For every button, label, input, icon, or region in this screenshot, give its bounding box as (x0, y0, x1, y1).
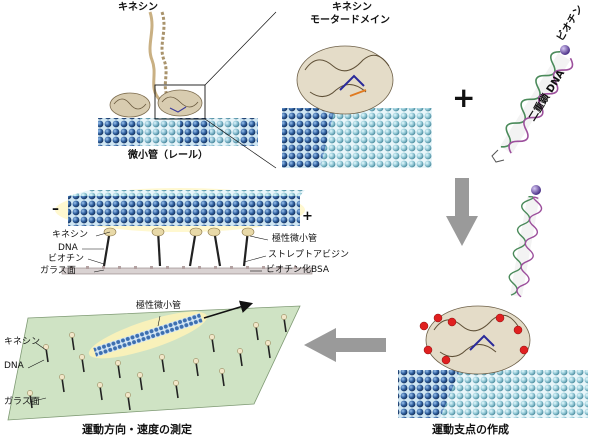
kinesin-head-right (157, 89, 203, 117)
arrow-down (446, 178, 478, 246)
caption-measurement: 運動方向・速度の測定 (82, 423, 192, 436)
polar-microtubule (68, 196, 300, 226)
glass-plane (7, 305, 301, 421)
motion-arrow (203, 300, 254, 319)
caption-fulcrum: 運動支点の作成 (432, 423, 509, 436)
plus-end: + (302, 209, 313, 224)
biotin-ball (560, 45, 570, 55)
label-streptavidin: ストレプトアビジン (268, 250, 350, 260)
label-glass-2: ガラス面 (4, 397, 40, 407)
zoom-box (154, 84, 206, 120)
label-kinesin: キネシン (118, 2, 158, 13)
panel5-motor-fulcrum (398, 185, 588, 418)
gliding-microtubule (93, 312, 203, 358)
label-biotin-bsa: ビオチン化BSA (266, 265, 330, 275)
label-dna: DNA (58, 243, 78, 253)
label-motor-domain: モータードメイン (310, 15, 390, 26)
label-kinesin-2: キネシン (332, 2, 372, 13)
panel2-dsdna (491, 45, 574, 163)
label-glass: ガラス面 (40, 266, 76, 276)
label-kinesin-3: キネシン (52, 230, 89, 240)
panel1-kinesin-on-microtubule (98, 11, 277, 169)
label-biotin-2: ビオチン (48, 254, 85, 264)
label-polar-mt-2: 極性微小管 (136, 301, 182, 311)
panel3-side-view-assay (55, 188, 313, 275)
minus-end: – (52, 201, 59, 217)
arrow-left (304, 328, 386, 362)
label-microtubule-rail: 微小管（レール） (128, 150, 208, 161)
label-polar-mt: 極性微小管 (272, 234, 318, 244)
glass-surface (61, 267, 313, 275)
panel2-motor-domain (282, 45, 432, 168)
panel4-gliding-assay (7, 300, 301, 421)
label-dna-2: DNA (4, 361, 24, 371)
plus-sign: + (452, 81, 476, 114)
kinesin-head-left (109, 92, 151, 118)
label-kinesin-4: キネシン (4, 337, 41, 347)
